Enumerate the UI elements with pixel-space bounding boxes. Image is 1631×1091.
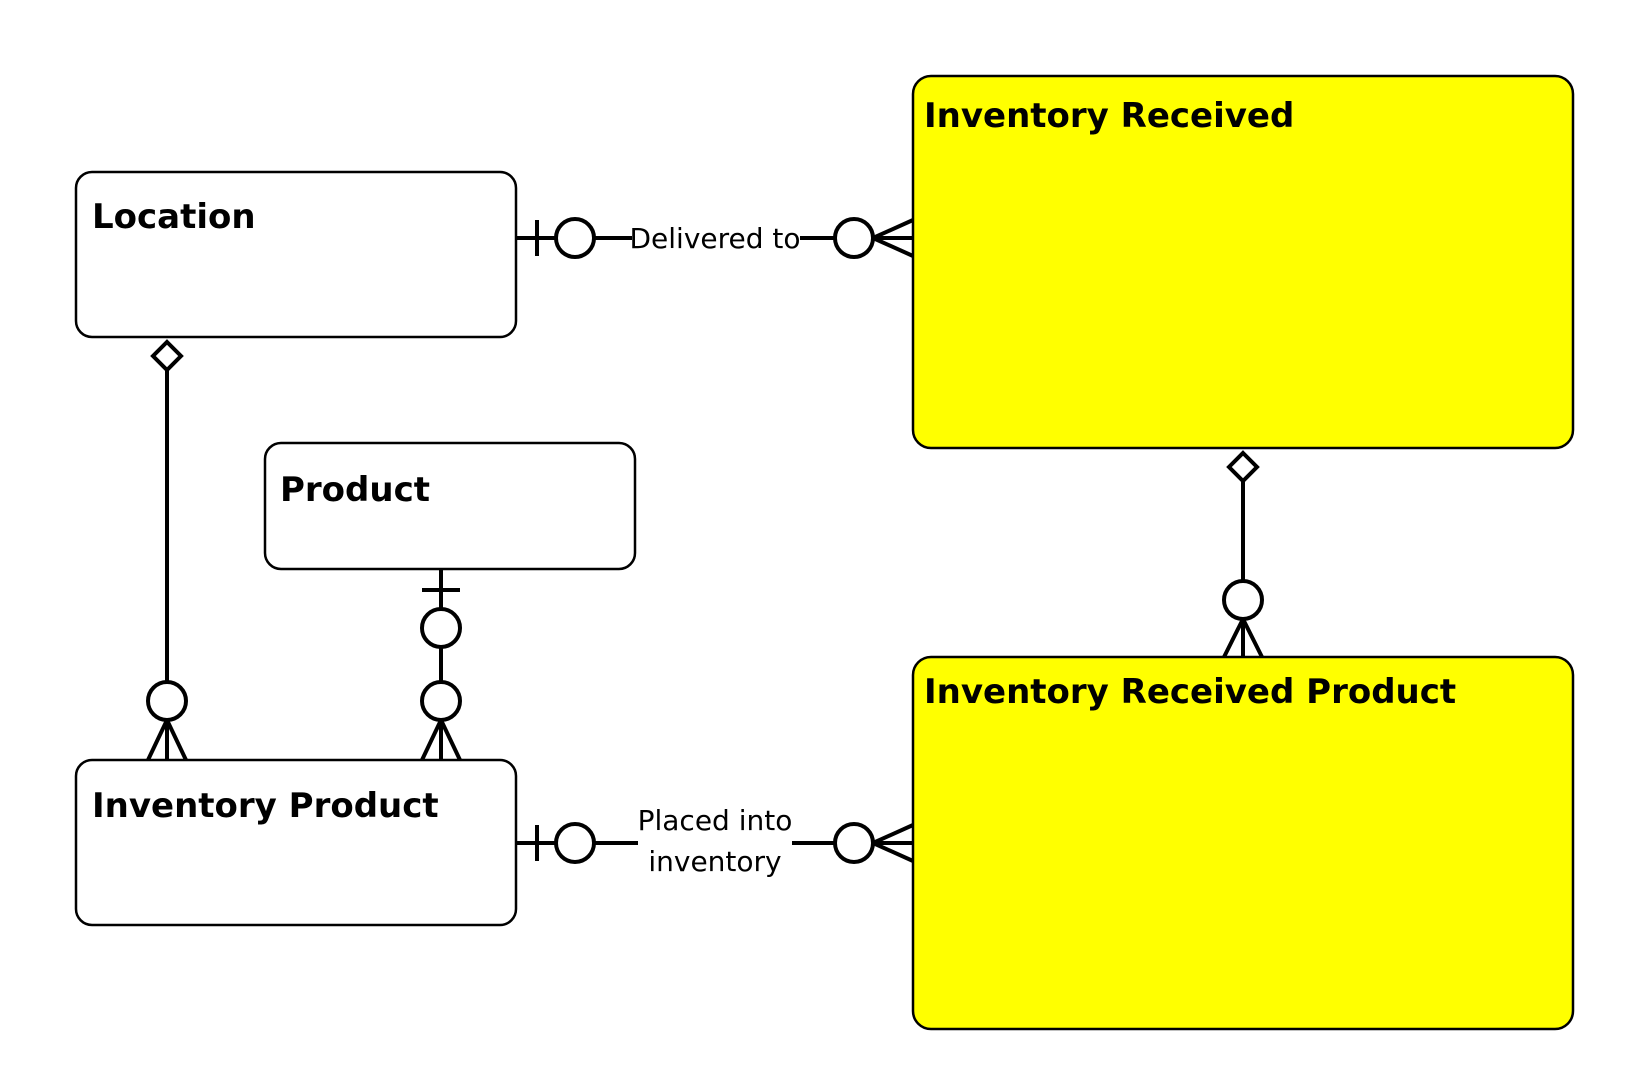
relationship-delivered-to[interactable]: Delivered to: [516, 217, 914, 259]
entity-inventory-product[interactable]: Inventory Product: [74, 758, 518, 927]
crow-foot-mark: [420, 719, 443, 761]
crow-foot-mark: [146, 719, 169, 761]
entity-inventory-received-product-title: Inventory Received Product: [924, 672, 1456, 712]
entity-inventory-received-product-box: [911, 655, 1575, 1031]
crow-foot-mark: [1222, 618, 1245, 658]
crow-foot-mark: [1241, 618, 1264, 658]
relationship-product-inventory-product[interactable]: [420, 569, 462, 761]
crow-foot-mark: [439, 719, 462, 761]
aggregation-diamond-mark: [150, 339, 184, 373]
entity-inventory-product-title: Inventory Product: [92, 786, 439, 826]
relationship-location-inventory-product[interactable]: [146, 339, 188, 761]
crow-foot-mark: [165, 719, 188, 761]
zero-circle-mark: [833, 217, 875, 259]
entity-product[interactable]: Product: [263, 441, 637, 571]
zero-circle-mark: [146, 680, 188, 722]
crow-foot-mark: [872, 236, 914, 258]
entity-location[interactable]: Location: [74, 170, 518, 339]
crow-foot-mark: [872, 218, 914, 240]
zero-circle-mark: [420, 607, 462, 649]
relationship-label-line2: inventory: [648, 845, 781, 878]
entity-inventory-received-title: Inventory Received: [924, 96, 1294, 136]
entity-location-title: Location: [92, 197, 256, 237]
aggregation-diamond-mark: [1226, 450, 1260, 484]
zero-circle-mark: [833, 822, 875, 864]
entity-inventory-received-box: [911, 74, 1575, 450]
entity-product-box: [263, 441, 637, 571]
zero-circle-mark: [420, 680, 462, 722]
relationship-label-line1: Placed into: [638, 804, 793, 837]
relationship-placed-into-inventory[interactable]: Placed into inventory: [516, 804, 914, 878]
entity-inventory-received[interactable]: Inventory Received: [911, 74, 1575, 450]
crow-foot-mark: [872, 841, 914, 863]
zero-circle-mark: [554, 822, 596, 864]
entity-inventory-product-box: [74, 758, 518, 927]
crow-foot-mark: [872, 823, 914, 845]
relationship-label: Delivered to: [629, 222, 800, 255]
zero-circle-mark: [554, 217, 596, 259]
relationship-received-received-product[interactable]: [1222, 450, 1264, 658]
zero-circle-mark: [1222, 579, 1264, 621]
entity-inventory-received-product[interactable]: Inventory Received Product: [911, 655, 1575, 1031]
entity-product-title: Product: [280, 470, 430, 510]
entity-location-box: [74, 170, 518, 339]
